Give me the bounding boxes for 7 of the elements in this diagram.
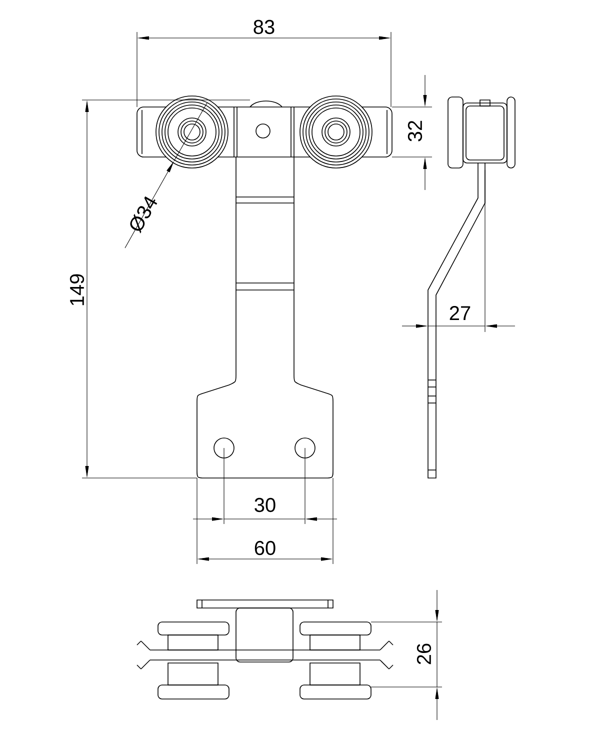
dimension-label: 27: [450, 306, 470, 320]
dimension-label: 149: [70, 274, 84, 306]
dimension-label: 83: [254, 20, 274, 34]
dimension-label: 60: [254, 540, 276, 556]
dimension-label: 26: [416, 644, 432, 664]
dimension-label: 30: [254, 498, 276, 512]
dimension-label: 32: [408, 120, 422, 142]
